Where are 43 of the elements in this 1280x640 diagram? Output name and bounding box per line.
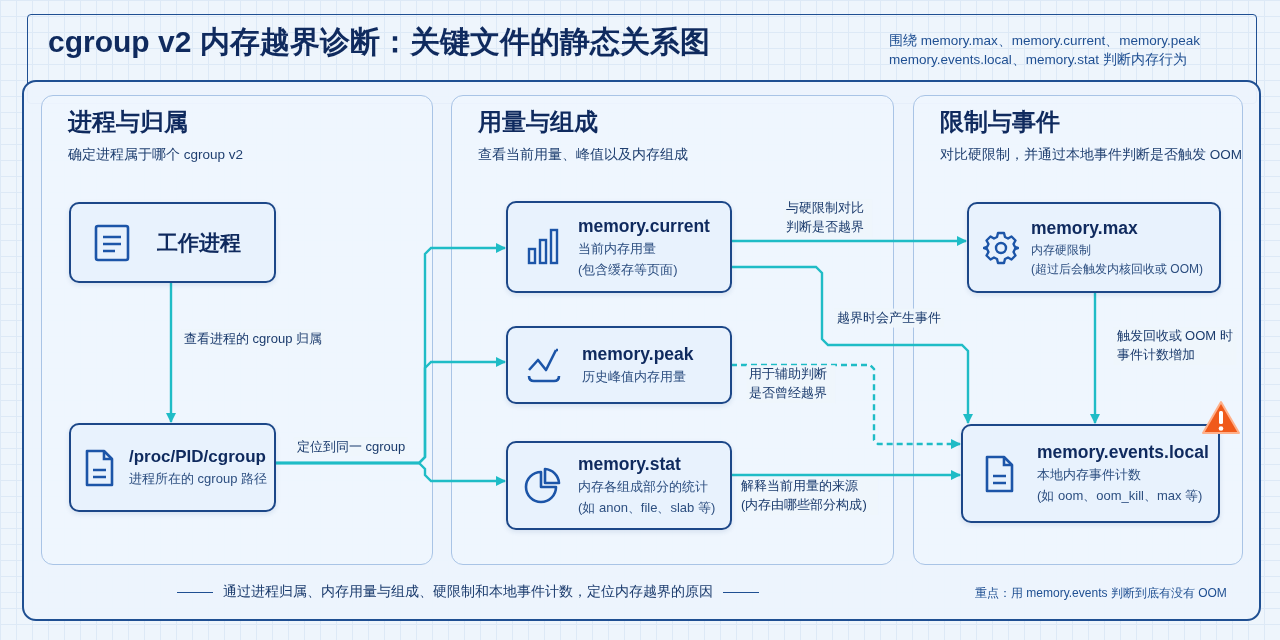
file-box — [69, 202, 276, 283]
panel-subtitle: 对比硬限制，并通过本地事件判断是否触发 OOM — [940, 146, 1242, 164]
node-title: 工作进程 — [157, 229, 241, 256]
arrow — [1089, 292, 1101, 424]
caption-text: 通过进程归属、内存用量与组成、硬限制和本地事件计数，定位内存越界的原因 — [222, 583, 713, 601]
panel-subtitle: 查看当前用量、峰值以及内存组成 — [478, 146, 688, 164]
node-description: 进程所在的 cgroup 路径 — [129, 470, 267, 488]
panel-title: 用量与组成 — [478, 107, 598, 137]
arrow — [165, 282, 177, 423]
node-title: memory.current — [578, 215, 710, 237]
node-description: (如 oom、oom_kill、max 等) — [1037, 487, 1204, 505]
diagram-title: cgroup v2 内存越界诊断：关键文件的静态关系图 — [48, 24, 710, 60]
node-title: memory.events.local — [1037, 442, 1209, 464]
arrow — [731, 265, 974, 424]
node-title: memory.max — [1031, 217, 1139, 239]
node-title: /proc/PID/cgroup — [129, 447, 267, 468]
node-description: (包含缓存等页面) — [578, 260, 679, 279]
note-text: 围绕 memory.max、memory.current、memory.peak memory.events.local、memory.stat 判断内存行为 — [889, 32, 1202, 69]
panel-title: 进程与归属 — [68, 107, 188, 137]
node-title: memory.peak — [582, 344, 694, 366]
group-panel — [41, 95, 433, 565]
edge-label: 越界时会产生事件 — [834, 308, 944, 328]
edge-label: 查看进程的 cgroup 归属 — [181, 329, 325, 349]
node-description: 内存各组成部分的统计 — [578, 478, 709, 496]
node-description: (如 anon、file、slab 等) — [578, 499, 716, 517]
node-description: (超过后会触发内核回收或 OOM) — [1031, 261, 1203, 278]
panel-title: 限制与事件 — [940, 107, 1060, 137]
file-box — [506, 441, 732, 530]
file-box — [69, 423, 276, 512]
file-box — [967, 202, 1221, 293]
arrow — [731, 469, 961, 481]
file-box — [506, 326, 732, 404]
dashed-arrow — [731, 363, 961, 450]
node-title: memory.stat — [578, 454, 682, 476]
arrow — [731, 235, 967, 247]
note-text: 重点：用 memory.events 判断到底有没有 OOM — [975, 585, 1228, 602]
panel-subtitle: 确定进程属于哪个 cgroup v2 — [68, 146, 244, 164]
node-description: 当前内存用量 — [578, 239, 657, 258]
node-description: 历史峰值内存用量 — [582, 368, 687, 386]
node-description: 内存硬限制 — [1031, 241, 1092, 258]
arrow — [275, 461, 506, 487]
node-description: 本地内存事件计数 — [1037, 466, 1142, 484]
file-box — [506, 201, 732, 293]
